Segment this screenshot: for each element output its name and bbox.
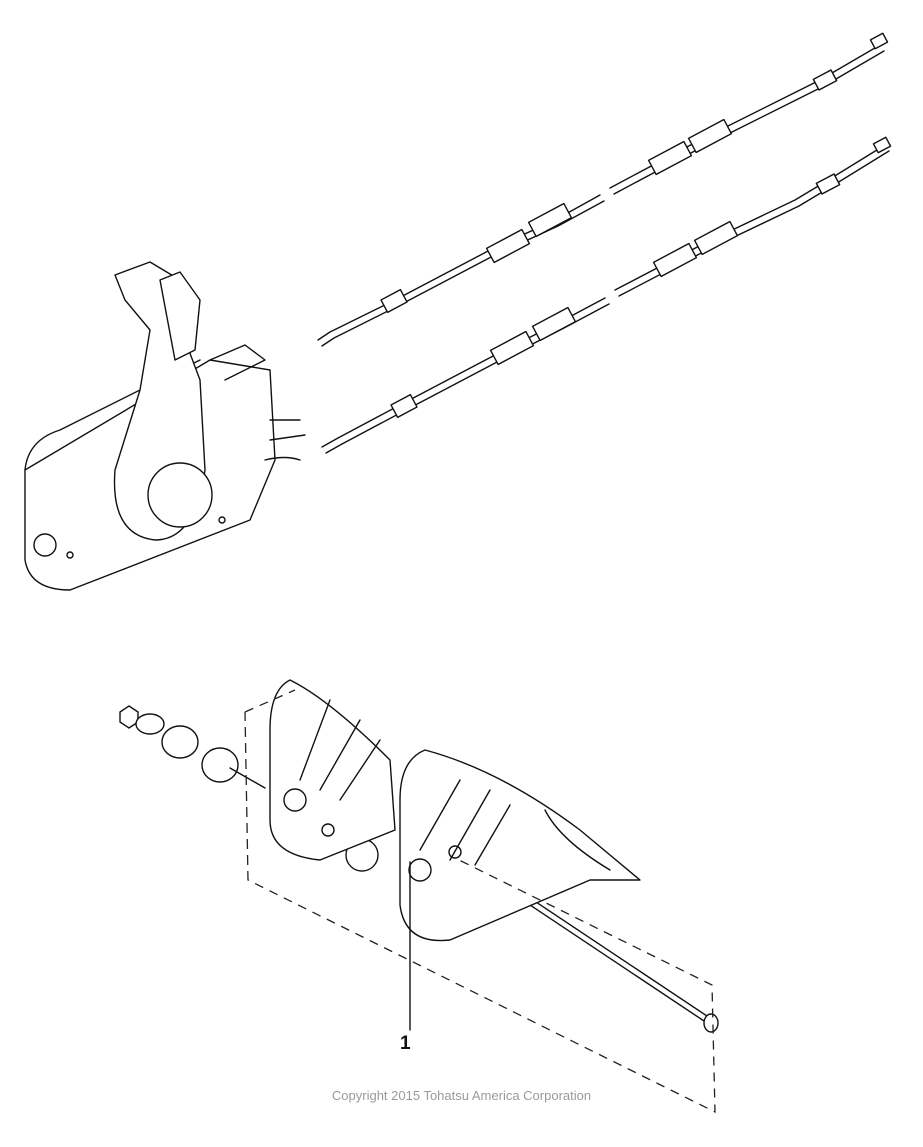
throttle-cable-upper <box>317 32 889 347</box>
callout-label-1: 1 <box>400 1033 411 1054</box>
mounting-brackets <box>269 679 641 942</box>
assembly-group-outline <box>244 689 716 1114</box>
mounting-hardware <box>119 705 719 1033</box>
copyright-notice: Copyright 2015 Tohatsu America Corporati… <box>331 1088 592 1103</box>
remote-control-box <box>24 261 306 591</box>
shift-cable-lower <box>321 136 892 454</box>
